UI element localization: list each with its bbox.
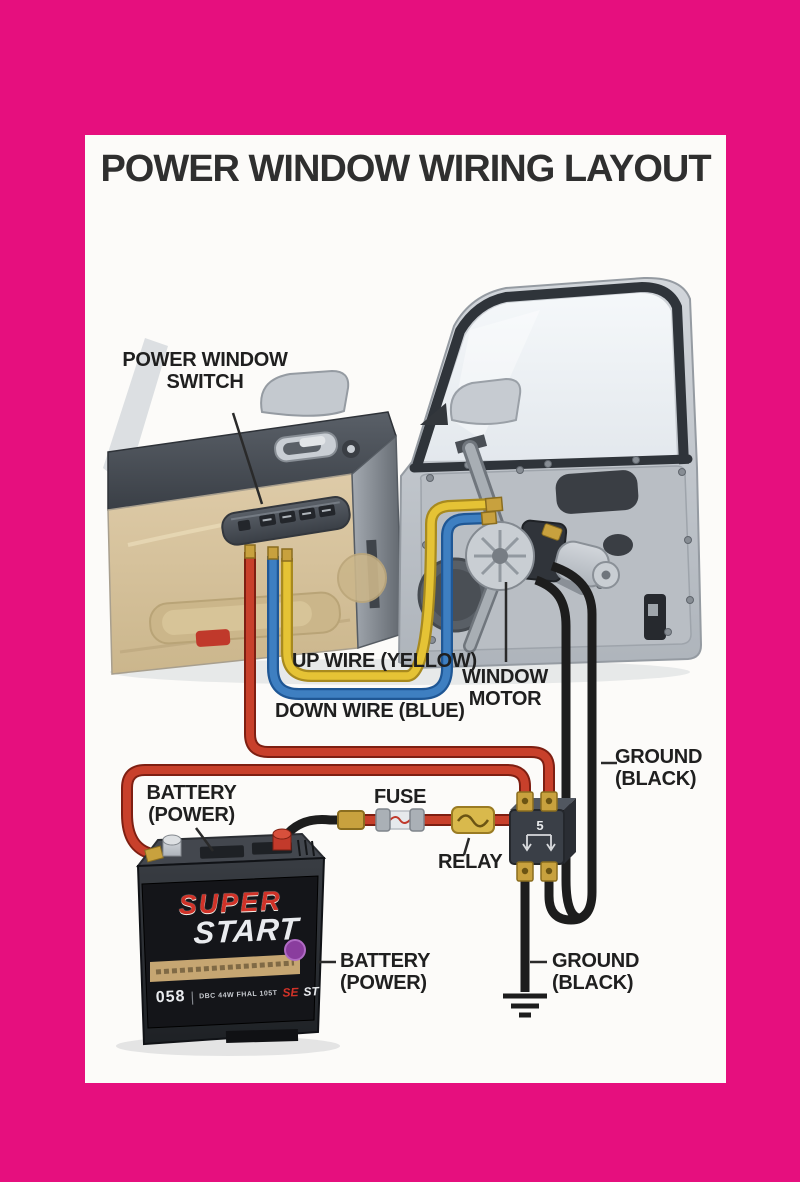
right-door	[397, 276, 703, 670]
battery-badge-white: ST	[303, 984, 320, 999]
callout-lines	[194, 412, 617, 964]
side-mirror-left	[260, 369, 350, 417]
battery-spec: DBC 44W FHAL 105T	[198, 989, 278, 1000]
battery-badge-red: SE	[282, 985, 299, 1000]
label-ground-right: GROUND (BLACK)	[615, 746, 703, 791]
label-ground-bottom: GROUND (BLACK)	[552, 950, 640, 995]
label-battery-top: BATTERY (POWER)	[146, 782, 237, 827]
label-power-window-switch: POWER WINDOW SWITCH	[122, 349, 288, 394]
side-mirror-right	[450, 377, 522, 425]
window-frame	[412, 281, 689, 468]
label-relay: RELAY	[438, 851, 503, 873]
a-pillar	[103, 338, 168, 486]
ground-symbol	[503, 993, 547, 1018]
up-wire-yellow	[281, 498, 493, 682]
down-wire-blue	[267, 512, 491, 700]
battery-code: 058	[155, 987, 186, 1007]
relay-marking: 5	[536, 818, 543, 833]
relay-component: 5	[509, 791, 576, 882]
label-window-motor: WINDOW MOTOR	[462, 666, 548, 711]
wire-ferrules	[244, 496, 504, 562]
label-fuse: FUSE	[374, 786, 427, 808]
label-down-wire: DOWN WIRE (BLUE)	[275, 700, 465, 722]
page-title: POWER WINDOW WIRING LAYOUT	[100, 148, 711, 190]
wire-connector	[337, 810, 365, 830]
battery-divider: |	[190, 988, 195, 1005]
door-handle	[274, 431, 338, 463]
window-switch	[221, 496, 351, 546]
battery-brand-line2: START	[192, 910, 301, 951]
left-door	[103, 338, 403, 675]
fuse-component	[375, 808, 425, 832]
red-wire-switch	[244, 552, 555, 806]
ground-wire-motor	[534, 561, 597, 925]
battery-spec-row: 058 | DBC 44W FHAL 105T SE ST	[155, 982, 320, 1007]
battery-logo-badge	[284, 939, 306, 961]
battery-front-label: SUPER START 058 | DBC 44W FHAL 105T SE S…	[137, 876, 323, 1034]
label-battery-bottom: BATTERY (POWER)	[340, 950, 431, 995]
battery	[135, 828, 327, 1046]
door-reflector	[195, 629, 231, 647]
relay-coil-element	[451, 806, 495, 834]
label-up-wire: UP WIRE (YELLOW)	[292, 650, 477, 672]
red-wire-battery	[121, 764, 531, 860]
